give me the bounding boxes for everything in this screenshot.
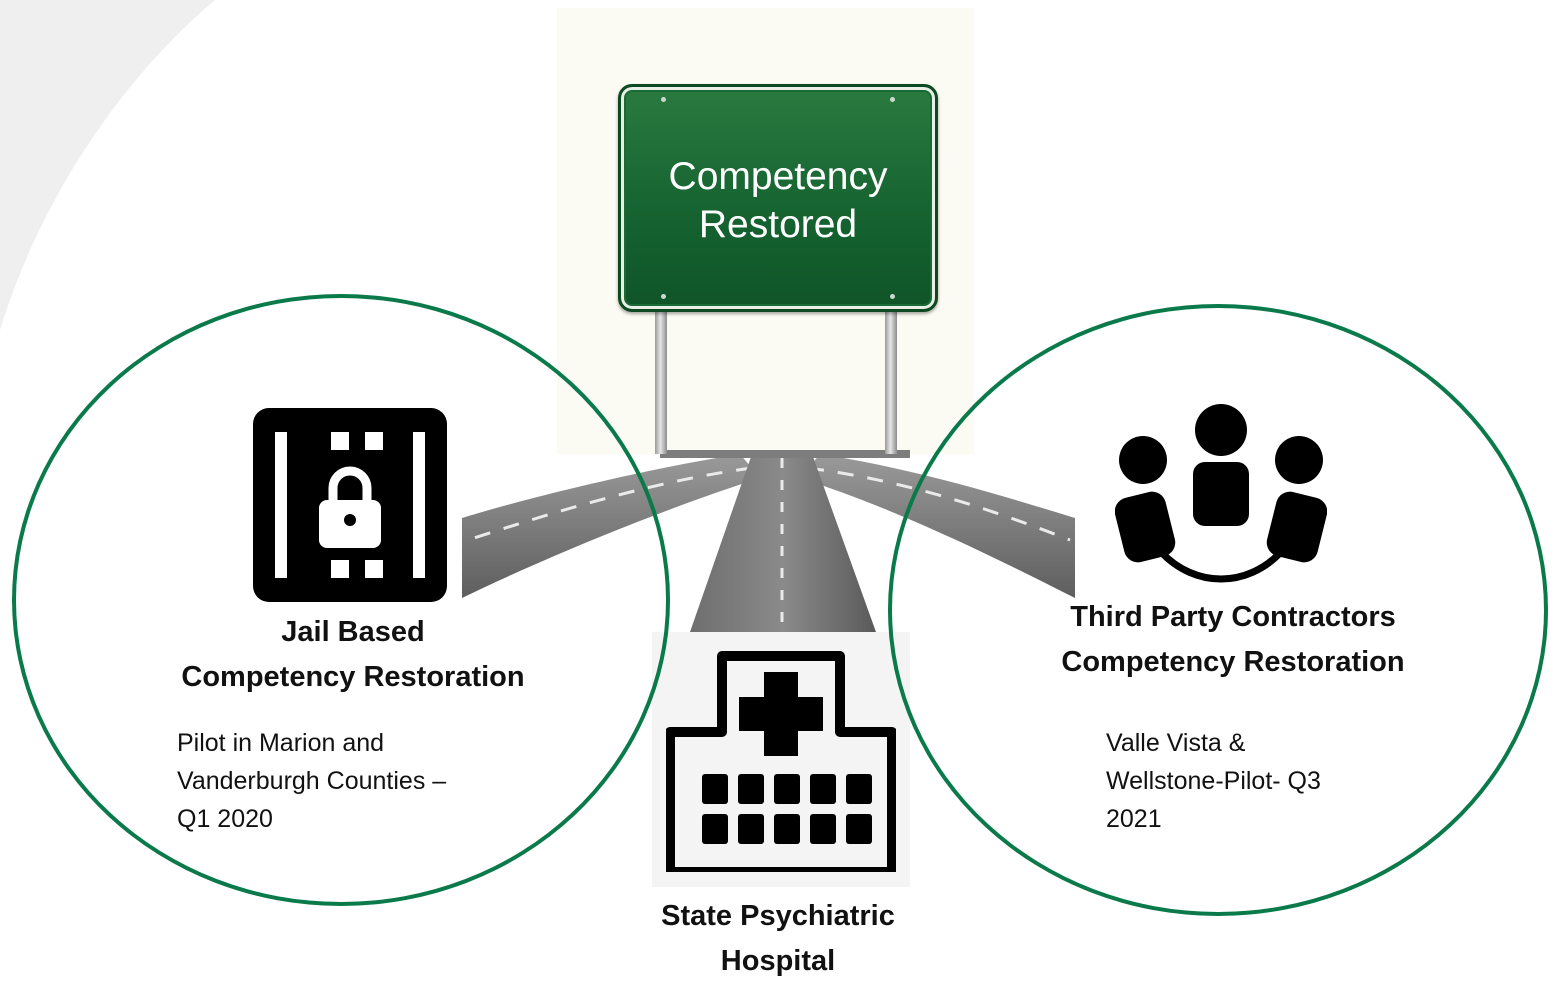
third-party-title-line-1: Third Party Contractors (1070, 601, 1396, 633)
third-party-title-line-2: Competency Restoration (1061, 646, 1405, 678)
sign-line-2: Restored (698, 203, 858, 246)
state-hospital-title-line-1: State Psychiatric (661, 900, 895, 932)
jail-based-title-line-1: Jail Based (281, 616, 425, 648)
sign-post-left (655, 310, 667, 454)
state-hospital-title: State Psychiatric Hospital (590, 894, 966, 984)
hospital-icon (666, 651, 896, 872)
jail-based-title-line-2: Competency Restoration (181, 661, 525, 693)
third-party-desc-line-2: Wellstone-Pilot- Q3 (1106, 767, 1321, 795)
sign-bolt (661, 97, 666, 102)
third-party-description: Valle Vista & Wellstone-Pilot- Q3 2021 (1106, 724, 1406, 838)
jail-based-desc-line-1: Pilot in Marion and (177, 729, 385, 757)
sign-bolt (890, 294, 895, 299)
competency-restored-sign: Competency Restored (618, 84, 938, 312)
third-party-desc-line-1: Valle Vista & (1106, 729, 1246, 757)
jail-based-title: Jail Based Competency Restoration (140, 610, 566, 700)
jail-lock-icon (253, 408, 447, 602)
sign-bolt (661, 294, 666, 299)
sign-text: Competency Restored (621, 153, 935, 249)
third-party-circle (888, 304, 1548, 916)
jail-based-circle (12, 294, 670, 906)
third-party-desc-line-3: 2021 (1106, 805, 1162, 833)
state-hospital-title-line-2: Hospital (720, 945, 836, 977)
group-people-icon (1115, 404, 1327, 583)
jail-based-desc-line-3: Q1 2020 (177, 805, 273, 833)
third-party-title: Third Party Contractors Competency Resto… (1020, 595, 1446, 685)
jail-based-description: Pilot in Marion and Vanderburgh Counties… (177, 724, 517, 838)
sign-bolt (890, 97, 895, 102)
sign-line-1: Competency (668, 155, 888, 198)
sign-post-right (885, 310, 897, 454)
jail-based-desc-line-2: Vanderburgh Counties – (177, 767, 447, 795)
road-center (690, 454, 876, 632)
